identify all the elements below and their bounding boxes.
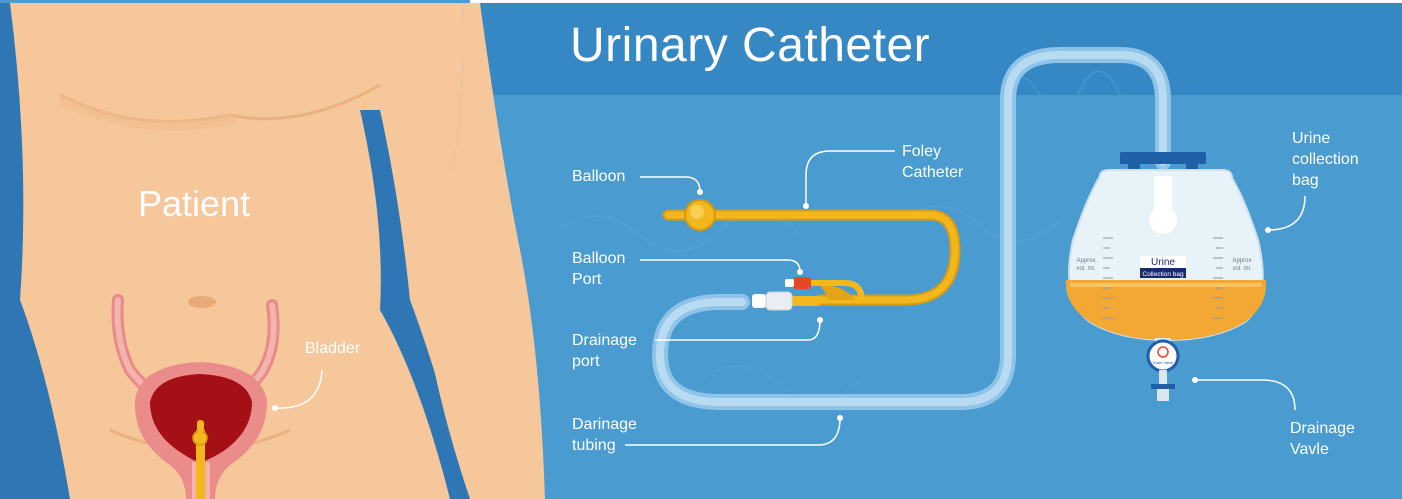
bag-approx-right-1: Approx — [1232, 258, 1251, 264]
catheter-y-junction — [820, 285, 855, 300]
torso — [0, 3, 470, 499]
right-arm — [420, 3, 545, 499]
label-drainage-valve-line1: Drainage — [1290, 420, 1355, 437]
top-border — [0, 0, 1402, 3]
urine-level — [1065, 280, 1267, 340]
foley-catheter — [664, 211, 959, 304]
label-urine-bag-line2: collection — [1292, 151, 1359, 168]
drain-valve-text: Drain Valve — [1153, 360, 1174, 365]
leader-drainage-port — [655, 319, 821, 341]
left-side-shade — [0, 3, 80, 499]
bladder-interior — [150, 374, 252, 462]
drainage-tubing-highlight — [655, 51, 1167, 406]
balloon-port-valve — [793, 277, 811, 289]
drain-valve-dial — [1146, 339, 1180, 373]
urine-collection-bag — [1065, 152, 1267, 401]
leader-drainage-tubing — [625, 417, 841, 446]
title-band — [470, 0, 1402, 95]
page-title: Urinary Catheter — [570, 19, 931, 72]
label-drainage-valve-line2: Vavle — [1290, 441, 1329, 458]
bg-wave-2 — [899, 205, 1061, 243]
label-drainage-port: Drainage port — [572, 330, 637, 372]
leader-urine-bag — [1267, 195, 1306, 231]
label-foley-line1: Foley — [902, 143, 942, 160]
catheter-in-bladder — [196, 430, 205, 499]
leader-foley — [805, 150, 895, 206]
label-bladder: Bladder — [305, 340, 361, 357]
drain-valve-handle — [1151, 384, 1175, 389]
patient-body — [0, 0, 545, 499]
label-balloon-port: Balloon Port — [572, 248, 625, 290]
label-drainage-port-line2: port — [572, 353, 600, 370]
catheter-tip-bladder — [197, 420, 204, 432]
label-balloon-port-line1: Balloon — [572, 250, 626, 267]
label-balloon: Balloon — [572, 168, 626, 185]
bag-hanger-bar — [1120, 152, 1206, 164]
leader-dots — [272, 189, 1271, 421]
label-drainage-port-line1: Drainage — [572, 332, 637, 349]
left-arm-edge — [10, 3, 90, 499]
balloon-in-bladder — [192, 430, 208, 446]
navel — [188, 296, 216, 308]
label-urine-bag-line1: Urine — [1292, 130, 1331, 147]
bag-approx-left-2: vol. ml. — [1076, 266, 1095, 272]
label-urine-collection-bag: Urine collection bag — [1292, 128, 1359, 191]
leader-bladder — [274, 369, 323, 409]
leader-drainage-valve — [1195, 379, 1296, 411]
bag-inlet — [1154, 176, 1172, 216]
bag-name: Urine — [1151, 257, 1175, 268]
balloon-port-arm — [800, 280, 865, 299]
bag-scale-right — [1213, 237, 1223, 319]
bag-approx-left-1: Approx — [1076, 258, 1095, 264]
drain-valve-tip — [1157, 389, 1169, 401]
balloon-highlight — [690, 205, 704, 219]
bag-inlet-chamber — [1149, 206, 1177, 234]
drain-valve-stem — [1159, 370, 1167, 386]
label-drainage-tubing-line1: Darinage — [572, 416, 637, 433]
drainage-port-funnel — [790, 296, 820, 306]
bag-subname: Collection bag — [1142, 271, 1184, 278]
label-drainage-tubing-line2: tubing — [572, 437, 616, 454]
bladder-illustration — [111, 294, 280, 499]
label-balloon-port-line2: Port — [572, 271, 602, 288]
bag-scale-left — [1103, 237, 1113, 319]
label-foley-catheter: Foley Catheter — [902, 141, 963, 183]
chest-shadow — [57, 95, 237, 131]
label-foley-line2: Catheter — [902, 164, 964, 181]
balloon-port-cap — [785, 279, 794, 287]
bag-label-top — [1140, 256, 1186, 268]
drain-valve-indicator — [1157, 346, 1169, 358]
connector-left — [752, 294, 766, 308]
bag-approx-right-2: vol. ml. — [1232, 266, 1251, 272]
label-drainage-tubing: Darinage tubing — [572, 414, 637, 456]
label-urine-bag-line3: bag — [1292, 172, 1319, 189]
patient-label: Patient — [138, 183, 251, 224]
label-drainage-valve: Drainage Vavle — [1290, 418, 1355, 460]
connector — [765, 291, 793, 311]
